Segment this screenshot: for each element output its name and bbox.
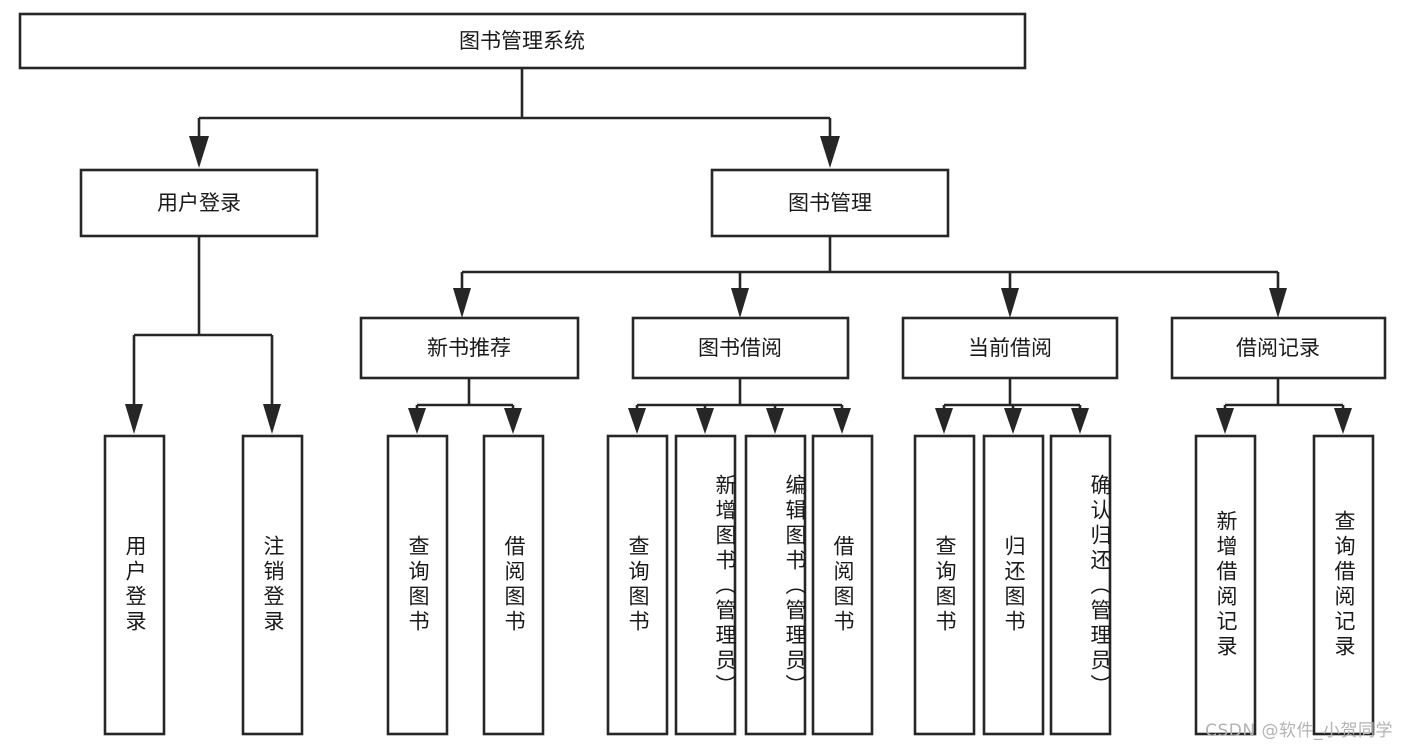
- node-user-login[interactable]: [79, 168, 319, 238]
- node-leaf-add-book[interactable]: [674, 434, 737, 736]
- arrowhead-leaf-query-book-3: [935, 408, 953, 434]
- arrowhead-leaf-borrow-book-1: [504, 408, 522, 434]
- arrowhead-leaf-query-book-2: [628, 408, 646, 434]
- node-book-borrow[interactable]: [631, 316, 850, 380]
- arrowhead-leaf-user-login: [125, 404, 143, 434]
- node-current-borrow[interactable]: [901, 316, 1119, 380]
- node-root-label: 图书管理系统: [459, 29, 585, 53]
- arrowhead-leaf-add-record: [1216, 408, 1234, 434]
- node-leaf-user-login[interactable]: [103, 434, 166, 736]
- node-leaf-add-record[interactable]: [1194, 434, 1257, 736]
- connectors-new-book-rec-to-leaves: [408, 378, 522, 434]
- node-root[interactable]: [18, 12, 1027, 70]
- connectors-book-manage-to-level3: [453, 236, 1287, 318]
- arrowhead-leaf-logout: [263, 404, 281, 434]
- node-leaf-borrow-book-2[interactable]: [811, 434, 874, 736]
- arrowhead-borrow-record: [1269, 288, 1287, 318]
- connectors-root-to-level2: [189, 68, 840, 168]
- connectors-user-login-to-leaves: [125, 236, 281, 434]
- arrowhead-leaf-add-book: [696, 408, 714, 434]
- arrowhead-book-borrow: [731, 288, 749, 318]
- node-borrow-record[interactable]: [1170, 316, 1387, 380]
- node-new-book-rec[interactable]: [359, 316, 580, 380]
- connectors-book-borrow-to-leaves: [628, 378, 851, 434]
- arrowhead-new-book-rec: [453, 288, 471, 318]
- node-user-login-label: 用户登录: [157, 191, 241, 215]
- node-leaf-logout[interactable]: [241, 434, 304, 736]
- node-borrow-record-label: 借阅记录: [1236, 336, 1320, 360]
- node-leaf-query-book-1[interactable]: [386, 434, 449, 736]
- node-leaf-borrow-book-1[interactable]: [482, 434, 545, 736]
- arrowhead-leaf-edit-book: [766, 408, 784, 434]
- node-leaf-query-record[interactable]: [1312, 434, 1375, 736]
- arrowhead-leaf-return-book: [1004, 408, 1022, 434]
- node-leaf-confirm-return[interactable]: [1049, 434, 1112, 736]
- arrowhead-leaf-borrow-book-2: [833, 408, 851, 434]
- node-book-manage[interactable]: [710, 168, 950, 238]
- arrowhead-user-login: [189, 136, 209, 168]
- arrowhead-leaf-confirm-return: [1071, 408, 1089, 434]
- arrowhead-leaf-query-book-1: [408, 408, 426, 434]
- watermark-text: CSDN @软件_小贺同学: [1205, 721, 1393, 741]
- node-current-borrow-label: 当前借阅: [968, 336, 1052, 360]
- node-leaf-query-book-3[interactable]: [913, 434, 976, 736]
- node-leaf-edit-book[interactable]: [744, 434, 807, 736]
- arrowhead-leaf-query-record: [1334, 408, 1352, 434]
- connectors-current-borrow-to-leaves: [935, 378, 1089, 434]
- node-book-manage-label: 图书管理: [788, 191, 872, 215]
- connectors-borrow-record-to-leaves: [1216, 378, 1352, 434]
- node-new-book-rec-label: 新书推荐: [427, 336, 511, 360]
- arrowhead-book-manage: [820, 136, 840, 168]
- node-leaf-return-book[interactable]: [982, 434, 1045, 736]
- arrowhead-current-borrow: [1001, 288, 1019, 318]
- node-book-borrow-label: 图书借阅: [698, 336, 782, 360]
- node-leaf-query-book-2[interactable]: [606, 434, 669, 736]
